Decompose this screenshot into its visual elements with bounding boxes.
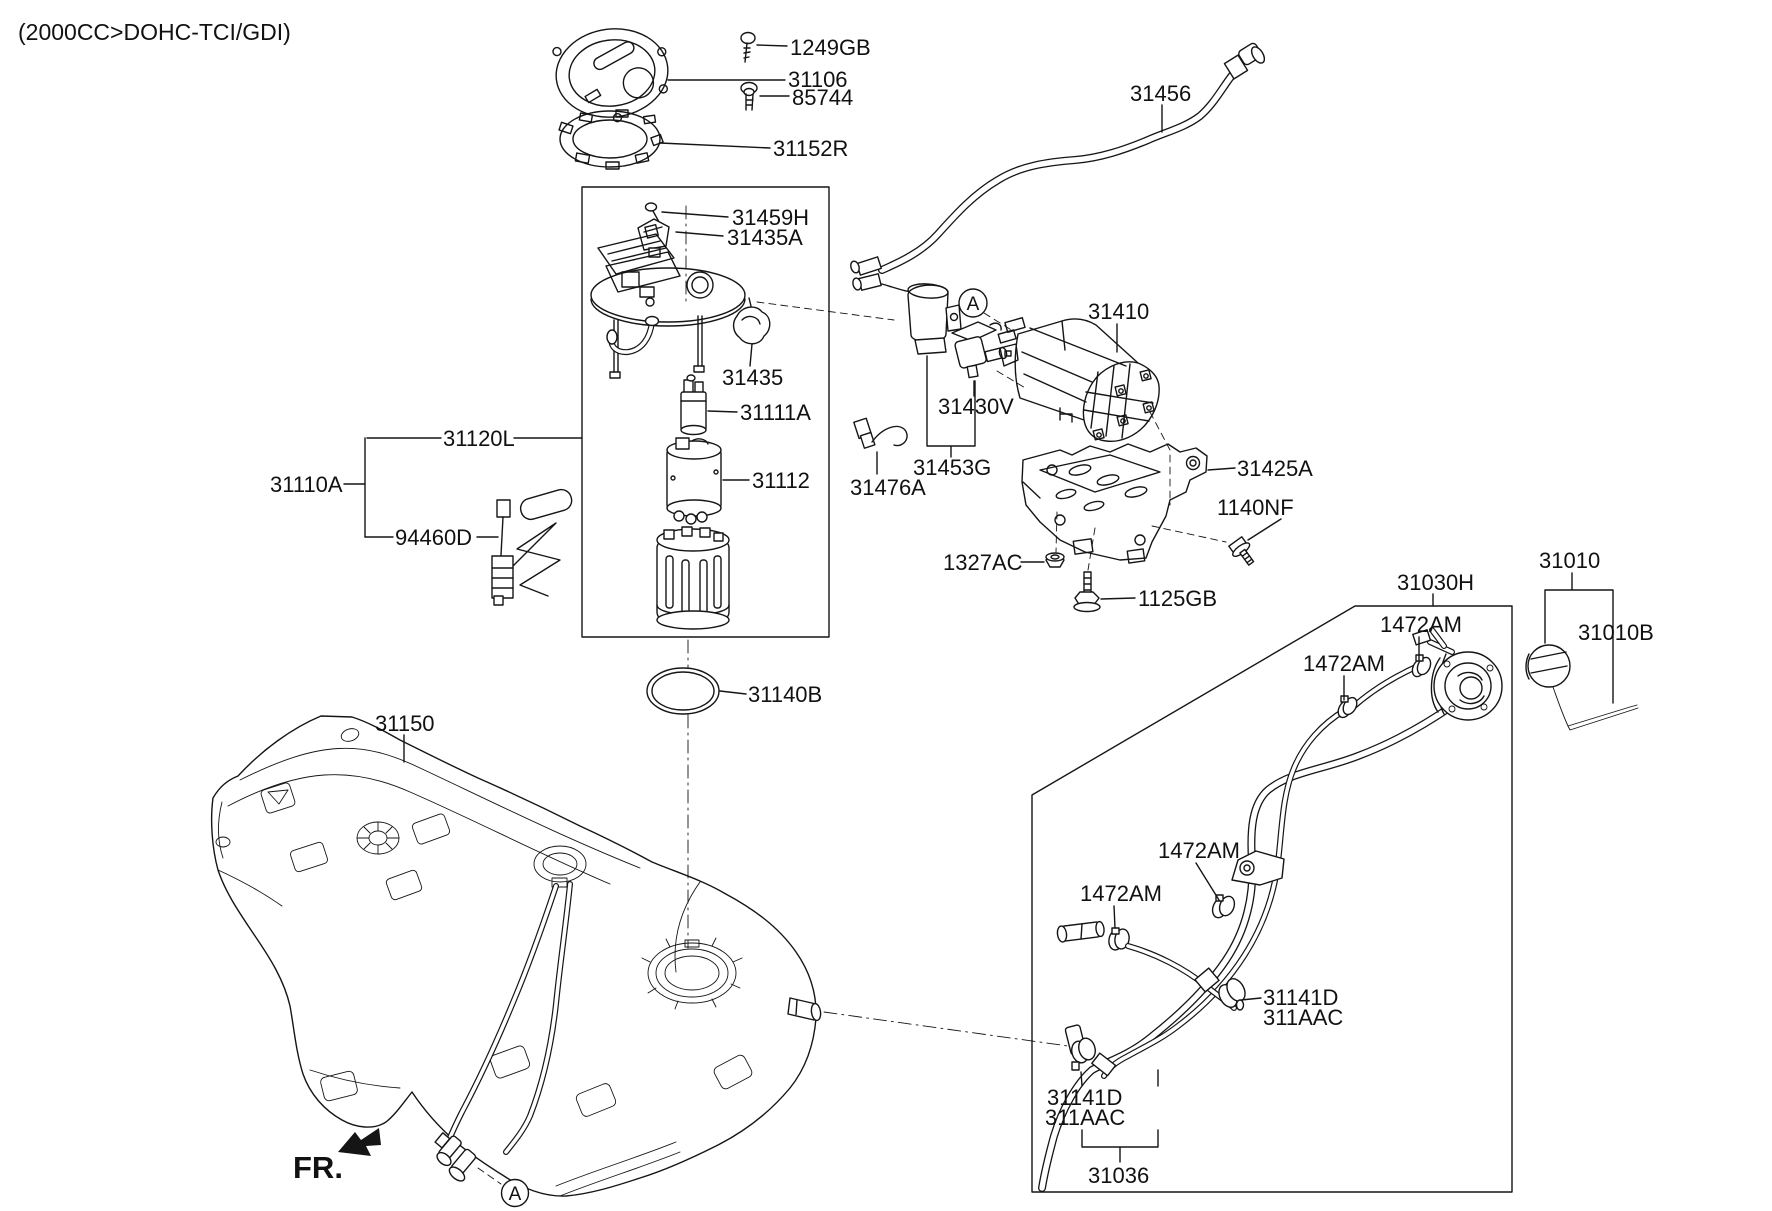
bolt-85744 (740, 81, 758, 111)
label-31106: 31106 (788, 67, 848, 92)
label-31476a: 31476A (850, 475, 926, 500)
view-marker-a-bottom: A (500, 1178, 530, 1208)
label-31141d-right: 31141D (1263, 985, 1338, 1010)
label-31010: 31010 (1539, 548, 1600, 573)
clamp-1472am-mid (1211, 894, 1236, 919)
clamp-31141d-right (1194, 967, 1246, 1011)
pump-motor-31112 (666, 437, 722, 525)
clamp-31141d-left (1064, 1024, 1096, 1071)
lock-ring-31152r (558, 109, 664, 170)
flange-elbow-tube (606, 315, 660, 356)
label-31120l: 31120L (443, 426, 515, 451)
vent-pipe-elbow (1091, 1052, 1117, 1077)
label-31030h: 31030H (1397, 570, 1474, 595)
svg-text:A: A (967, 294, 980, 315)
canister-close-valve-cluster: A (756, 283, 1028, 475)
label-1327ac: 1327AC (943, 550, 1023, 575)
filler-neck-head (1412, 627, 1503, 721)
label-31110a: 31110A (270, 472, 343, 497)
breather-connector (1056, 920, 1105, 943)
clamp-1472am-upper (1411, 654, 1432, 678)
tank-pump-opening (641, 937, 743, 1010)
label-311aac-left: 311AAC (1045, 1105, 1125, 1130)
canister-31410 (997, 317, 1171, 506)
bracket-31425a (1021, 443, 1208, 564)
front-direction-marker: FR. (293, 1128, 381, 1185)
tank-vent-spout (787, 997, 822, 1022)
fuel-pump-31111a (680, 374, 707, 436)
label-31459h: 31459H (732, 205, 809, 230)
bolt-1125gb (1073, 571, 1101, 613)
label-311aac-right: 311AAC (1263, 1005, 1343, 1030)
label-1125gb: 1125GB (1138, 586, 1217, 611)
tank-valve-cap (356, 821, 400, 855)
label-31010b: 31010B (1578, 620, 1654, 645)
nut-1327ac (1045, 552, 1065, 568)
label-1472am-2: 1472AM (1303, 651, 1385, 676)
label-1472am-4: 1472AM (1080, 881, 1162, 906)
label-1140nf: 1140NF (1217, 495, 1294, 520)
label-31453g: 31453G (913, 455, 991, 480)
label-1472am-3: 1472AM (1158, 838, 1240, 863)
view-marker-a-top: A (958, 288, 988, 318)
purge-hose-31456 (850, 42, 1266, 293)
pump-module-box (581, 186, 830, 638)
label-31141d-left: 31141D (1047, 1085, 1122, 1110)
tank-mount-pads (215, 728, 753, 1117)
canister-bolts (1092, 369, 1155, 441)
pump-stator (656, 526, 730, 630)
canister-ports (997, 317, 1026, 367)
clamp-1472am-left (1337, 695, 1358, 719)
tank-hose-fitting (533, 845, 587, 888)
label-pointers (403, 44, 1434, 929)
label-31112: 31112 (752, 468, 810, 493)
page-title: (2000CC>DOHC-TCI/GDI) (18, 19, 291, 45)
svg-text:A: A (509, 1184, 522, 1205)
screw-1249gb (740, 31, 756, 63)
reference-lines (477, 1011, 1069, 1185)
pump-plate-assembly (552, 28, 758, 170)
label-31150: 31150 (375, 711, 435, 736)
label-31152r: 31152R (773, 136, 848, 161)
label-31430v: 31430V (938, 394, 1014, 419)
pipe-bracket (1231, 850, 1285, 886)
label-94460d: 94460D (395, 525, 472, 550)
oring-31140b (646, 639, 747, 949)
label-31410: 31410 (1088, 299, 1149, 324)
left-bracket-lines (343, 437, 583, 538)
fuel-sender-94460d (491, 488, 573, 606)
label-1472am-1: 1472AM (1380, 612, 1462, 637)
label-31036: 31036 (1088, 1163, 1149, 1188)
tank-hose-connectors (434, 1132, 477, 1182)
clamp-1472am-mid-left (1108, 927, 1130, 951)
label-31456: 31456 (1130, 81, 1191, 106)
purge-hose-end-fitting (1223, 42, 1266, 80)
label-31111a: 31111A (740, 400, 811, 425)
fr-label: FR. (293, 1150, 343, 1185)
purge-cylinder (907, 283, 962, 355)
label-31435a: 31435A (727, 225, 803, 250)
filter-31435 (732, 297, 771, 345)
part-labels: 1249GB 31106 85744 31152R 31459H 31435A … (270, 35, 1654, 1188)
label-85744: 85744 (792, 85, 853, 110)
pigtail-31476a (853, 417, 908, 449)
label-31140b: 31140B (748, 682, 822, 707)
screw-31459h (644, 202, 660, 223)
screw-1140nf (1228, 536, 1255, 566)
label-31435: 31435 (722, 365, 783, 390)
label-31425a: 31425A (1237, 456, 1313, 481)
label-1249gb: 1249GB (790, 35, 871, 60)
gas-cap-31010b (1525, 572, 1639, 731)
fuel-tank-drawing (210, 715, 822, 1197)
pump-flange-module (590, 223, 746, 379)
valve-31430v (951, 321, 1008, 379)
filler-neck-box (1031, 605, 1513, 1193)
